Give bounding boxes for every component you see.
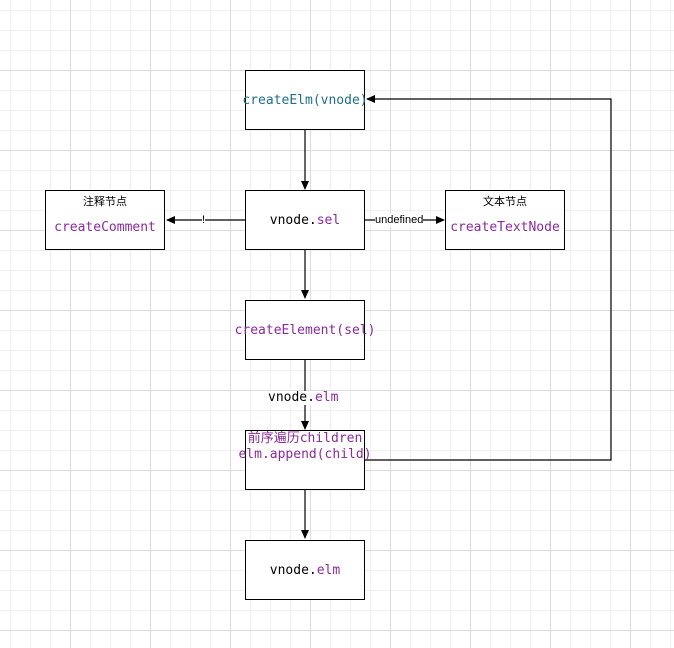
edge-recursive-loop <box>365 95 612 461</box>
text-node-heading: 文本节点 <box>483 195 527 208</box>
vnode-sel-label: vnode.sel <box>270 213 340 228</box>
elm-append-label: elm.append(child) <box>238 447 372 462</box>
vnode-elm-result-prefix: vnode. <box>269 562 317 578</box>
edge-label-vnode-elm-prefix: vnode. <box>268 390 315 405</box>
comment-node-heading: 注释节点 <box>83 195 127 208</box>
create-element-node: createElement(sel) <box>235 300 375 360</box>
traverse-children-node: 前序遍历children elm.append(child) <box>238 430 372 490</box>
edge-label-vnode-elm-suffix: elm <box>314 390 339 405</box>
comment-node: 注释节点 createComment <box>45 190 165 250</box>
text-node: 文本节点 createTextNode <box>445 190 565 250</box>
edge-label-vnode-elm: vnode.elm <box>268 390 339 405</box>
edge-label-undefined: undefined <box>375 213 424 227</box>
edge-label-not: ! <box>202 213 206 227</box>
create-element-label: createElement(sel) <box>234 322 376 338</box>
vnode-elm-result-suffix: elm <box>316 562 341 578</box>
create-elm-label: createElm(vnode) <box>242 92 368 108</box>
vnode-elm-result-label: vnode.elm <box>270 563 340 578</box>
create-comment-label: createComment <box>54 220 156 235</box>
create-text-node-label: createTextNode <box>450 220 560 235</box>
vnode-elm-result-node: vnode.elm <box>245 540 365 600</box>
vnode-sel-prefix: vnode. <box>269 212 317 228</box>
vnode-sel-suffix: sel <box>316 212 341 228</box>
traverse-children-label: 前序遍历children <box>247 431 363 446</box>
create-elm-node: createElm(vnode) <box>242 70 368 130</box>
vnode-sel-node: vnode.sel <box>245 190 365 250</box>
